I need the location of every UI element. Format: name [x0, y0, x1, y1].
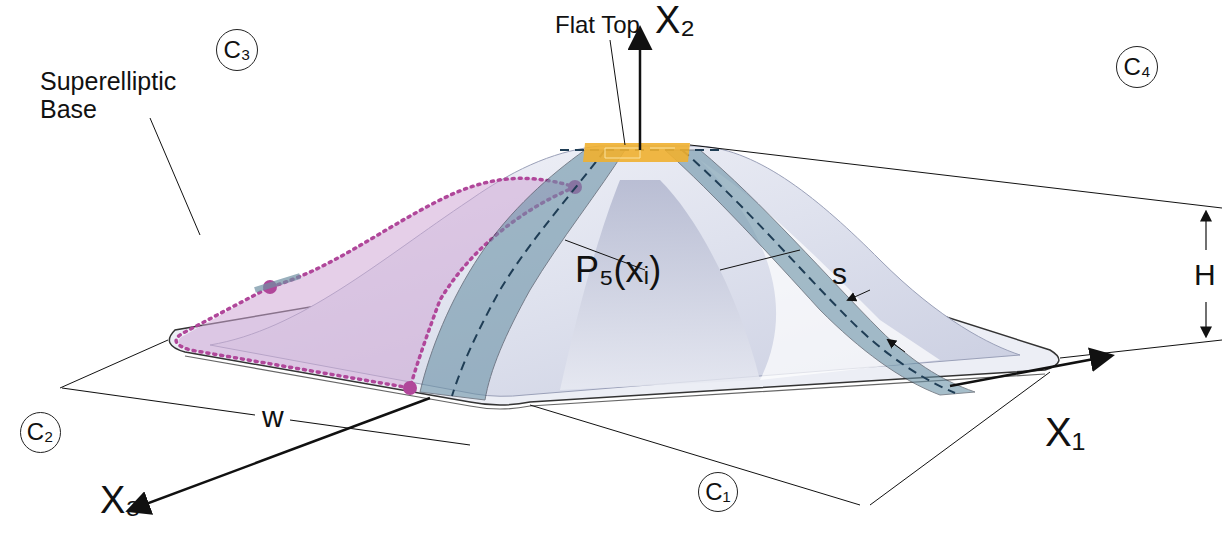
figure-label: w: [262, 400, 284, 433]
figure-label: X₁: [1045, 410, 1085, 454]
figure-label: H: [1194, 258, 1216, 291]
circled-label: C₃: [216, 29, 258, 71]
figure-label: s: [832, 257, 847, 290]
circle-text: C₄: [1123, 55, 1150, 79]
figure-label: P₅(xᵢ): [575, 250, 661, 290]
circled-label: C₄: [1116, 46, 1158, 88]
circle-text: C₃: [223, 38, 250, 62]
circled-label: C₁: [698, 472, 738, 512]
figure-label: X₂: [655, 0, 695, 42]
circle-text: C₁: [705, 480, 730, 504]
circle-text: C₂: [27, 420, 54, 444]
figure-label: X₃: [100, 480, 141, 522]
figure-label: Flat Top: [555, 12, 640, 38]
circled-label: C₂: [20, 412, 61, 453]
figure-label: Superelliptic Base: [40, 68, 200, 123]
